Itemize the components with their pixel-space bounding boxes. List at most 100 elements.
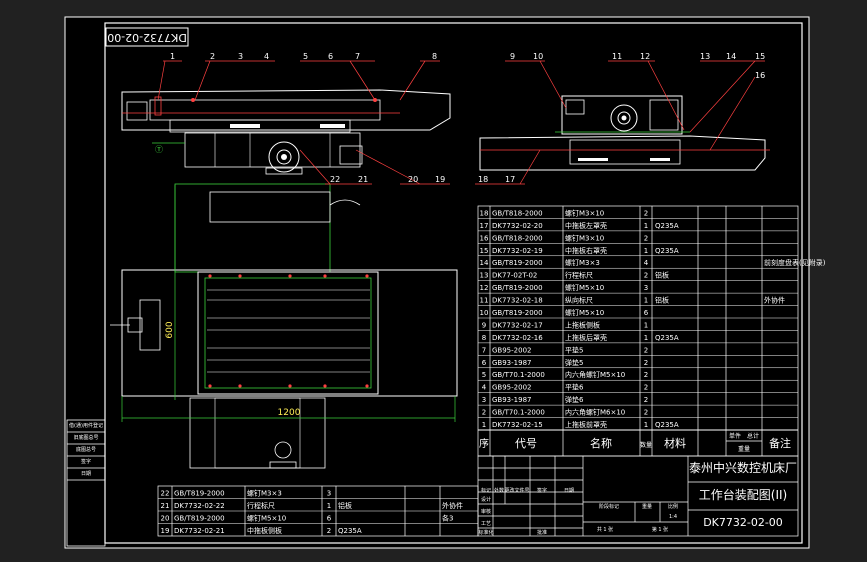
callout-number: 11 [612,52,622,61]
bom-cell-qty: 6 [644,309,649,317]
bom-header-total: 总计 [747,432,759,440]
bom-header-remark: 备注 [769,436,791,450]
bom-cell-no: 4 [482,384,487,392]
bom-cell-no: 18 [480,209,489,217]
dimension-height: 600 [165,321,175,338]
front-view: Ⓣ [121,89,451,175]
title-role: 标准化 [478,529,493,536]
bom-cell-name: 平垫6 [565,383,584,392]
bom-cell-code: DK7732-02-20 [492,222,543,230]
bom-cell-code: DK7732-02-15 [492,421,543,429]
bom-cell-name: 内六角螺钉M5×10 [565,370,625,379]
side-label: 日期 [81,471,91,477]
bom-cell-mat: Q235A [655,334,679,342]
callout-number: 5 [303,52,308,61]
bom-cell-mat: Q235A [655,421,679,429]
inner-border [104,22,803,544]
callout-number: 7 [355,52,360,61]
bom-cell-name: 上拖板后罩壳 [565,333,607,342]
bom-cell-code: GB/T70.1-2000 [492,409,545,417]
bom-cell-qty: 2 [644,234,648,242]
bom-cell-name: 弹垫6 [565,395,584,404]
outer-border [64,16,810,549]
title-stage: 阶段标记 [599,503,619,510]
bom-cell-code: GB93-1987 [492,396,531,404]
bom-cell-no: 16 [480,234,489,242]
bom-cell-no: 12 [480,284,489,292]
bom-header-seq: 序 [479,437,489,450]
bom-cell-name: 行程标尺 [247,501,275,510]
callout-number: 22 [330,175,340,184]
bom-cell-qty: 2 [327,527,331,535]
bom-header-code: 代号 [515,437,537,450]
callout-number: 3 [238,52,243,61]
side-label: 底图总号 [76,446,96,453]
callout-number: 16 [755,71,765,80]
bom-cell-qty: 3 [327,490,331,498]
side-label: 签字 [81,458,91,465]
bom-cell-no: 22 [161,490,170,498]
bom-cell-code: GB95-2002 [492,346,531,354]
bom-cell-name: 内六角螺钉M6×10 [565,408,625,417]
bom-cell-mat: 铝板 [655,296,669,305]
bom-cell-name: 上拖板侧板 [565,320,600,329]
bom-cell-code: DK7732-02-22 [174,502,225,510]
bom-cell-mat: Q235A [655,222,679,230]
bom-cell-mat: 铝板 [338,501,352,510]
plan-view [110,183,458,469]
bom-cell-qty: 2 [644,396,648,404]
bom-cell-no: 13 [480,272,489,280]
bom-cell-rem: 外协件 [442,501,463,510]
side-view [479,95,770,171]
bom-cell-no: 11 [480,297,489,305]
bom-cell-no: 20 [161,515,170,523]
bom-cell-name: 平垫5 [565,345,583,354]
bom-cell-code: GB/T70.1-2000 [492,371,545,379]
bom-cell-code: DK77-02T-02 [492,272,537,280]
bom-cell-name: 中拖板侧板 [247,526,282,535]
callout-number: 9 [510,52,515,61]
bom-cell-code: GB/T819-2000 [492,309,543,317]
bom-header-name: 名称 [590,436,612,450]
bom-cell-code: GB/T819-2000 [492,284,543,292]
bom-cell-no: 19 [161,527,170,535]
bom-header-qty: 数量 [640,441,652,449]
bom-cell-name: 中拖板左罩壳 [565,221,607,230]
dimension-width: 1200 [278,408,301,418]
title-role: 批准 [537,529,547,536]
bom-cell-no: 21 [161,502,170,510]
bom-cell-no: 2 [482,409,486,417]
title-label: 标记 [481,487,491,494]
bom-cell-code: DK7732-02-19 [492,247,543,255]
bom-cell-qty: 2 [644,371,648,379]
callout-number: 6 [328,52,333,61]
title-role: 工艺 [481,521,491,527]
bom-cell-code: DK7732-02-21 [174,527,225,535]
bom-cell-qty: 1 [644,247,648,255]
bom-cell-name: 螺钉M5×10 [565,308,604,317]
bom-cell-name: 纵向标尺 [565,296,593,305]
front-view-mark: Ⓣ [155,145,163,154]
bom-cell-code: GB/T819-2000 [174,490,225,498]
bom-cell-name: 中拖板右罩壳 [565,246,607,255]
bom-cell-qty: 3 [644,284,648,292]
callout-number: 12 [640,52,650,61]
leader-lines [157,60,765,185]
bom-cell-no: 3 [482,396,486,404]
bom-cell-name: 螺钉M3×3 [247,489,282,498]
callout-number: 4 [264,52,269,61]
callout-number: 10 [533,52,543,61]
bom-cell-code: DK7732-02-17 [492,321,543,329]
callout-number: 19 [435,175,445,184]
title-label: 日期 [564,488,574,494]
side-registration-table [66,419,106,547]
bom-cell-name: 上拖板前罩壳 [565,420,607,429]
bom-cell-qty: 1 [327,502,331,510]
bom-cell-no: 6 [482,359,487,367]
bom-cell-code: GB/T819-2000 [174,515,225,523]
bom-cell-name: 螺钉M5×10 [247,514,286,523]
title-label: 更改文件号 [504,487,529,494]
callout-number: 18 [478,175,488,184]
bom-cell-mat: Q235A [338,527,362,535]
